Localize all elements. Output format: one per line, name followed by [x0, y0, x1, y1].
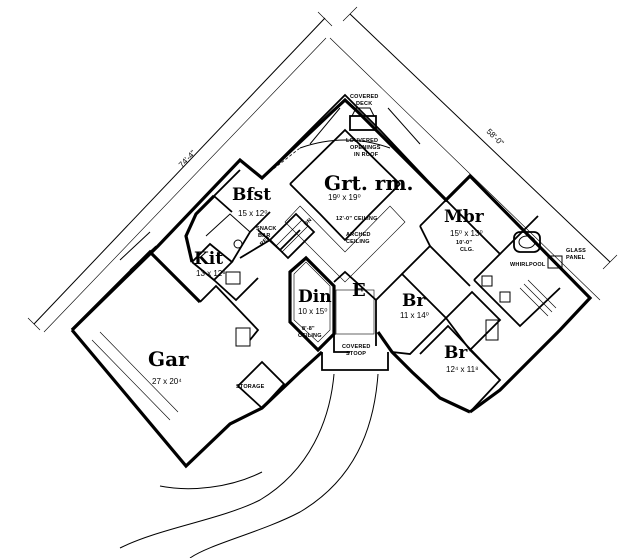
snack-bar-1: SNACK: [256, 226, 277, 232]
louvered-label-3: IN ROOF: [354, 152, 379, 158]
whirlpool-label: WHIRLPOOL: [510, 262, 546, 268]
stairs-down-label: DN: [303, 217, 313, 227]
garage-walls: [70, 231, 286, 421]
bedroom-walls: [375, 244, 502, 413]
dining-name: Din: [298, 287, 332, 307]
master-bedroom-name: Mbr: [444, 207, 485, 227]
bedroom-2-size: 11 x 14⁰: [400, 311, 429, 320]
bedroom-3-size: 12⁴ x 11⁸: [446, 365, 478, 374]
covered-stoop-2: STOOP: [346, 351, 366, 357]
breakfast-size: 15 x 12⁰: [238, 209, 267, 218]
great-room-size: 19⁰ x 19⁰: [328, 193, 361, 202]
great-room-ceiling: 12'-0" CEILING: [336, 216, 378, 222]
stairs: [239, 212, 316, 260]
bedroom-2-name: Br: [402, 291, 426, 311]
dimension-right: 58'-0": [485, 127, 506, 148]
great-room-name: Grt. rm.: [324, 171, 413, 195]
master-bedroom-size: 15⁰ x 13⁰: [450, 229, 483, 238]
closet-label-2: CLG.: [460, 247, 474, 253]
covered-deck-label-2: DECK: [356, 101, 372, 107]
master-walls: [419, 198, 563, 328]
entry-walls: [333, 270, 377, 353]
covered-deck: [261, 93, 447, 201]
dimension-lines: [27, 6, 618, 331]
bedroom-3-name: Br: [444, 343, 468, 363]
louvered-label-2: OPENINGS: [350, 145, 381, 151]
kitchen-size: 13 x 12⁸: [196, 269, 226, 278]
covered-stoop: [119, 352, 389, 558]
breakfast-name: Bfst: [232, 185, 271, 205]
exterior-walls: [70, 97, 593, 469]
arched-ceiling-1: ARCHED: [346, 232, 371, 238]
covered-deck-label-1: COVERED: [350, 94, 379, 100]
dining-ceiling-1: 8'-8": [302, 326, 315, 332]
dining-size: 10 x 15⁰: [298, 307, 327, 316]
arched-ceiling-2: CEILING: [346, 239, 370, 245]
gallery-tile: [284, 205, 406, 283]
storage-label: STORAGE: [236, 384, 265, 390]
great-room-walls: [261, 128, 401, 242]
closet-label-1: 10'-0": [456, 240, 472, 246]
covered-stoop-1: COVERED: [342, 344, 371, 350]
louvered-label-1: LOUVERED: [346, 138, 378, 144]
snack-bar-2: BAR: [258, 233, 271, 239]
kitchen-name: Kit: [194, 249, 223, 269]
garage-size: 27 x 20⁴: [152, 377, 182, 386]
dining-ceiling-2: CEILING: [298, 333, 322, 339]
dimension-left: 74'-4": [177, 148, 198, 169]
glass-panel-1: GLASS: [566, 248, 586, 254]
glass-panel-2: PANEL: [566, 255, 586, 261]
garage-name: Gar: [148, 347, 189, 371]
entry-name: E: [352, 280, 366, 301]
